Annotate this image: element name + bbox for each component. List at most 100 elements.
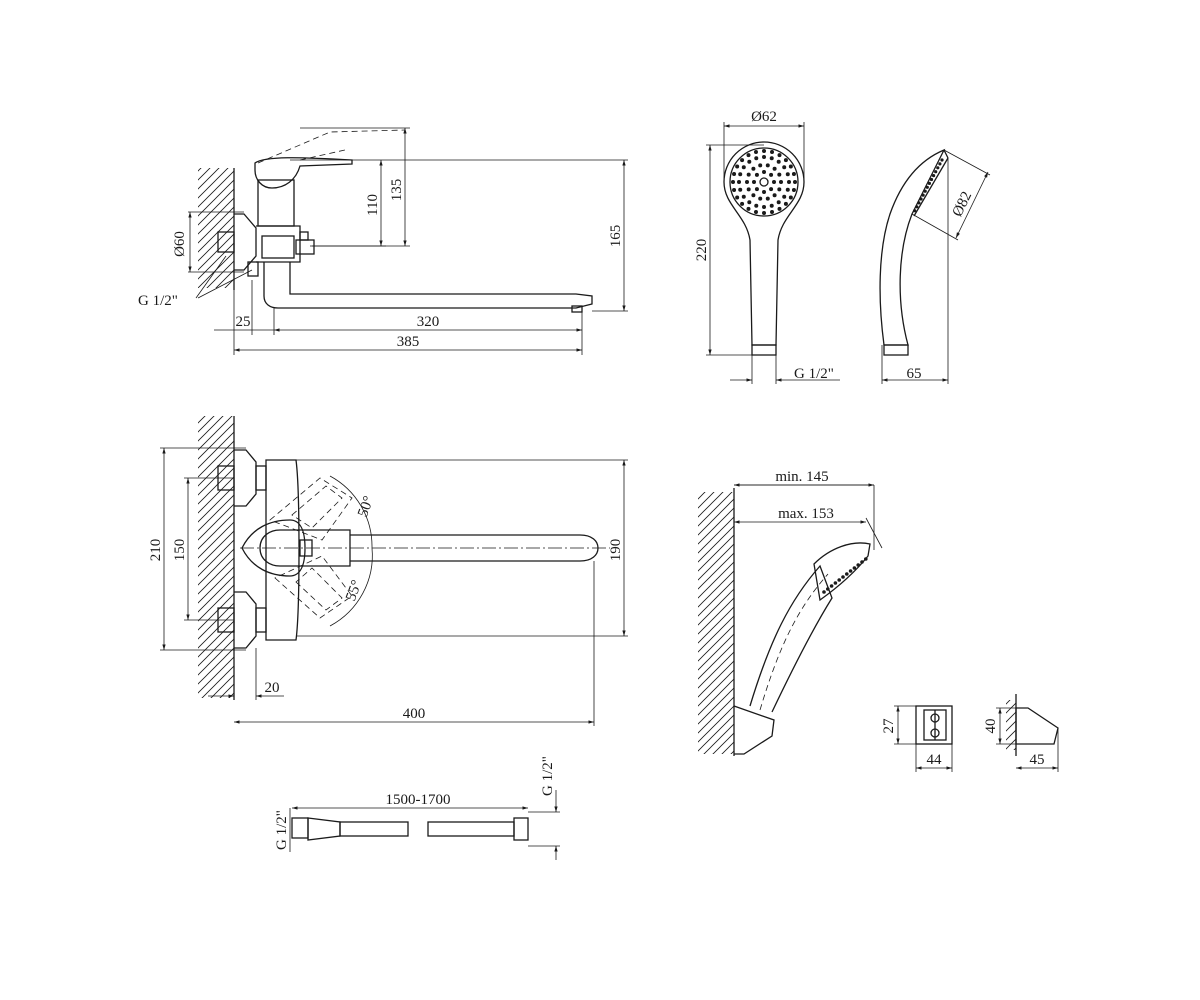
- nozzle-dot: [921, 193, 925, 197]
- hose-thread-right-label: G 1/2": [540, 756, 556, 796]
- nozzle-dot: [747, 200, 752, 205]
- holder-installation-view: min. 145 max. 153: [698, 469, 883, 756]
- nozzle-dot: [776, 200, 781, 205]
- nozzle-dot: [856, 563, 860, 567]
- nozzle-dot: [754, 187, 759, 192]
- nozzle-dot: [848, 569, 853, 573]
- nozzle-dot: [788, 195, 793, 200]
- nozzle-dot: [762, 205, 766, 209]
- nozzle-dot: [776, 159, 781, 164]
- nozzle-dot: [751, 193, 756, 198]
- nozzle-dot: [741, 165, 746, 170]
- hose-length-label: 1500-1700: [386, 792, 451, 808]
- dim-400-label: 400: [403, 706, 426, 722]
- shower-head-front-view: Ø62 220 G 1/2": [694, 109, 840, 384]
- wall-hatch: [698, 492, 734, 754]
- nozzle-dot: [751, 166, 756, 171]
- nozzle-dot: [777, 206, 782, 211]
- nozzle-dot: [732, 188, 737, 193]
- nozzle-dot: [754, 203, 759, 208]
- nozzle-dot: [769, 203, 774, 208]
- dim-diameter-82-label: Ø82: [950, 189, 976, 219]
- nozzle-dot: [747, 159, 752, 164]
- nozzle-dot: [822, 590, 826, 594]
- nozzle-dot: [746, 153, 751, 158]
- dim-65-label: 65: [907, 366, 922, 382]
- dim-44-label: 44: [927, 752, 943, 768]
- angle-55-label: 55°: [343, 578, 365, 603]
- nozzle-dot: [929, 177, 934, 182]
- nozzle-dot: [758, 163, 763, 168]
- dim-150-label: 150: [172, 539, 188, 562]
- nozzle-dot: [829, 584, 834, 588]
- nozzle-dot: [940, 158, 944, 162]
- thread-label: G 1/2": [794, 366, 834, 382]
- nozzle-dot: [938, 162, 942, 166]
- dim-190-label: 190: [608, 539, 624, 562]
- dim-max-153-label: max. 153: [778, 506, 834, 522]
- thread-label: G 1/2": [138, 293, 178, 309]
- nozzle-dot: [765, 163, 770, 168]
- wall-hatch: [198, 168, 234, 288]
- nozzle-dot: [769, 156, 774, 161]
- nozzle-dot: [852, 566, 857, 570]
- dim-25-label: 25: [236, 314, 251, 330]
- nozzle-dot: [772, 180, 776, 184]
- nozzle-dot: [745, 180, 749, 184]
- nozzle-dot: [731, 180, 735, 184]
- nozzle-dot: [770, 209, 775, 214]
- dim-135-label: 135: [389, 179, 405, 202]
- nozzle-dot: [758, 196, 763, 201]
- nozzle-dots: [731, 149, 797, 215]
- nozzle-dot: [927, 181, 932, 185]
- nozzle-dot: [783, 158, 788, 163]
- nozzle-dot: [746, 206, 751, 211]
- nozzle-dot: [740, 201, 745, 206]
- nozzle-dot: [738, 187, 743, 192]
- dim-diameter-60-label: Ø60: [172, 231, 188, 257]
- nozzle-dot: [779, 180, 783, 184]
- nozzle-dot: [732, 171, 737, 176]
- dim-385-label: 385: [397, 334, 420, 350]
- nozzle-dot: [762, 211, 766, 215]
- nozzle-dot: [787, 180, 791, 184]
- mixer-side-view: 110 135 165 Ø60 G 1/2" 25 320 385: [138, 127, 628, 355]
- nozzle-dot: [785, 172, 790, 177]
- nozzle-dot: [785, 187, 790, 192]
- dim-20-label: 20: [265, 680, 280, 696]
- nozzle-dot: [791, 171, 796, 176]
- nozzle-dot: [864, 557, 868, 561]
- shower-hose-view: 1500-1700 G 1/2" G 1/2": [274, 756, 560, 860]
- nozzle-dot: [772, 193, 777, 198]
- dim-27-label: 27: [881, 718, 897, 734]
- nozzle-dot: [769, 172, 774, 177]
- nozzle-dot: [782, 194, 787, 199]
- nozzle-dot: [770, 150, 775, 155]
- nozzle-dot: [793, 180, 797, 184]
- nozzle-dot: [915, 205, 919, 209]
- wall-hatch-small: [1006, 700, 1016, 750]
- nozzle-dot: [919, 197, 923, 201]
- nozzle-dot: [737, 180, 741, 184]
- nozzle-dot: [753, 150, 758, 155]
- nozzle-dot: [845, 572, 849, 576]
- nozzle-dot: [762, 190, 766, 194]
- angle-50-label: 50°: [355, 494, 377, 519]
- nozzle-dot: [746, 187, 751, 192]
- dim-220-label: 220: [694, 239, 710, 262]
- nozzle-dot: [841, 575, 845, 579]
- nozzle-dot: [826, 587, 830, 591]
- nozzle-dot: [754, 172, 759, 177]
- nozzle-dot: [783, 201, 788, 206]
- wall-bracket-views: 27 44 40 45: [881, 694, 1059, 772]
- nozzle-dot: [925, 185, 929, 189]
- nozzle-dot: [788, 164, 793, 169]
- nozzle-dot: [741, 194, 746, 199]
- dim-diameter-62-label: Ø62: [751, 109, 777, 125]
- nozzle-dot: [738, 172, 743, 177]
- nozzle-dot: [923, 189, 927, 193]
- nozzle-dot: [752, 180, 756, 184]
- dim-45-label: 45: [1030, 752, 1045, 768]
- nozzle-dot: [837, 578, 841, 582]
- nozzle-dot: [765, 196, 770, 201]
